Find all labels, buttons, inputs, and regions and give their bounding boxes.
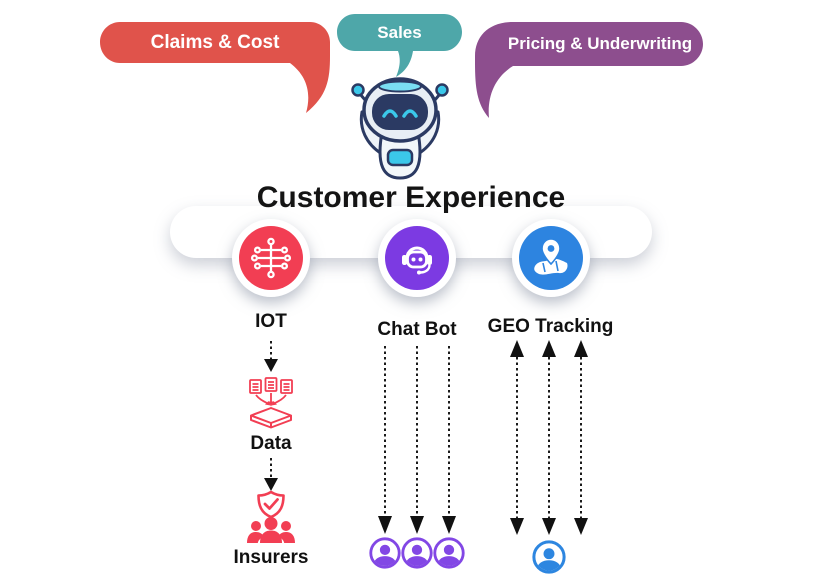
page-title: Customer Experience: [256, 181, 566, 214]
speech-bubble-pricing-underwriting: Pricing & Underwriting: [475, 22, 703, 118]
speech-bubble-shape: [100, 22, 330, 113]
channel-label-chat-bot: Chat Bot: [377, 319, 457, 340]
user-avatar-icon: [532, 540, 566, 574]
map-location-pin-icon: [534, 238, 568, 275]
speech-bubble-shape: [337, 14, 462, 77]
speech-bubble-claims-cost: Claims & Cost: [100, 22, 330, 114]
data-collection-icon: [247, 377, 295, 431]
dashed-arrow-down-icon: [263, 341, 279, 373]
speech-bubble-sales: Sales: [337, 14, 462, 78]
bubble-claims-cost-label: Claims & Cost: [150, 32, 280, 53]
chatbot-headset-icon: [402, 246, 432, 275]
data-step-label: Data: [250, 433, 292, 454]
insurers-step-label: Insurers: [233, 547, 309, 568]
chatbot-dashed-arrows-down: [375, 346, 459, 536]
user-avatar-icon: [369, 537, 401, 569]
iot-circuit-icon: [250, 237, 292, 279]
channel-circle-geo-tracking: [512, 219, 590, 297]
dashed-arrow-down-icon: [263, 458, 279, 492]
robot-mascot-icon: [338, 74, 462, 182]
user-avatar-icon: [401, 537, 433, 569]
bubble-pricing-underwriting-label: Pricing & Underwriting: [507, 34, 693, 53]
channel-circle-iot: [232, 219, 310, 297]
channel-circle-chat-bot: [378, 219, 456, 297]
channel-label-geo-tracking: GEO Tracking: [487, 316, 614, 337]
geo-dashed-arrows-bidirectional: [507, 340, 593, 536]
bubble-sales-label: Sales: [377, 23, 422, 42]
user-avatar-icon: [433, 537, 465, 569]
speech-bubble-shape: [475, 22, 703, 118]
channel-label-iot: IOT: [255, 311, 287, 332]
insurers-shield-people-icon: [242, 490, 300, 544]
